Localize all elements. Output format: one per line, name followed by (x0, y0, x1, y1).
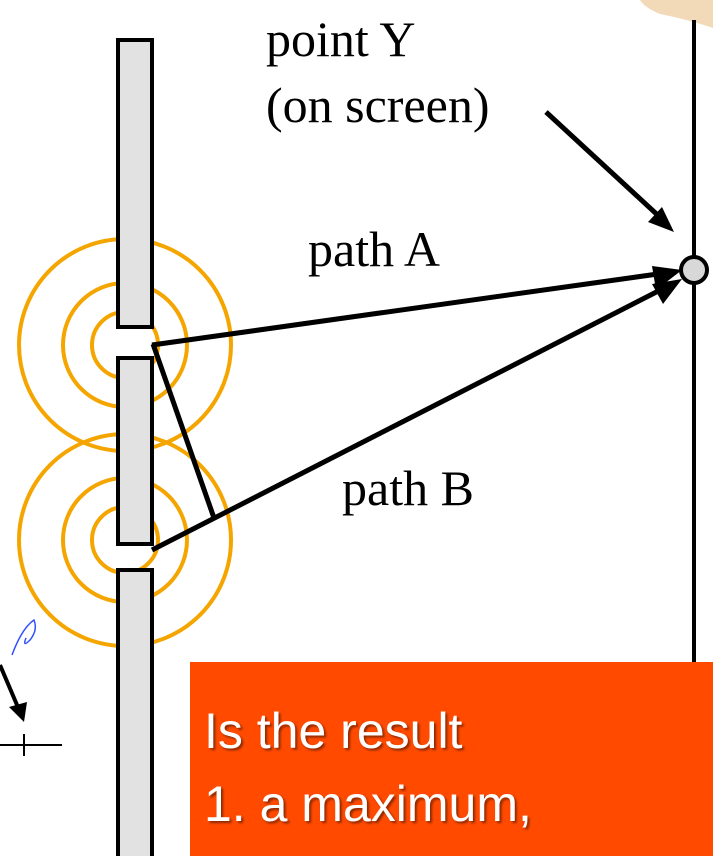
point-y-marker (679, 255, 709, 285)
path-b-arrowhead (652, 279, 682, 304)
answer-option-1[interactable]: 1. a maximum, (204, 776, 532, 832)
label-pointer-arrowhead (648, 207, 674, 232)
corner-arrow-line (0, 664, 22, 713)
path-difference-line (150, 343, 217, 519)
corner-scribble (11, 618, 37, 656)
corner-arrowhead (9, 702, 27, 722)
barrier-top (116, 38, 154, 329)
barrier-middle (116, 356, 154, 546)
path-a-line (151, 269, 673, 348)
question-text: Is the result (204, 703, 463, 759)
path-a-label: path A (308, 221, 440, 277)
question-box: Is the result 1. a maximum, (190, 662, 713, 856)
barrier-bottom (116, 568, 154, 856)
path-b-label: path B (342, 460, 474, 516)
on-screen-label: (on screen) (266, 77, 490, 133)
path-b-line (150, 281, 674, 553)
label-pointer-line (544, 110, 665, 222)
corner-decoration (640, 0, 713, 28)
point-y-label: point Y (266, 11, 416, 67)
